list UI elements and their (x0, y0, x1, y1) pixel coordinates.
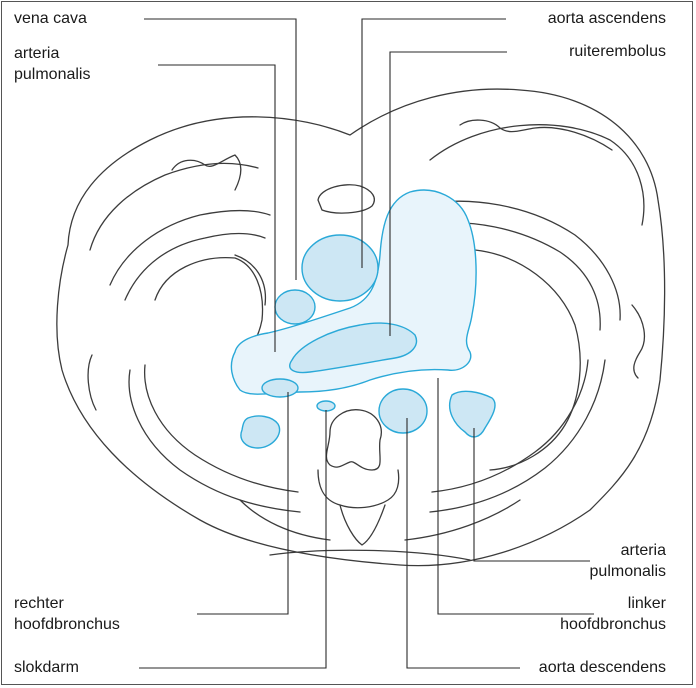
label-arteria-pulmonalis-lower: arteria pulmonalis (590, 540, 666, 582)
right-axilla-fold (632, 305, 644, 378)
back-muscle-left (240, 500, 330, 540)
rib-left-inner (125, 234, 265, 301)
label-linker-hoofdbronchus: linker hoofdbronchus (560, 593, 666, 635)
back-muscle-right (405, 500, 520, 540)
pulmonary-vessel-left-shape (241, 416, 280, 448)
leader-vena-cava (144, 19, 296, 280)
leader-slokdarm (139, 410, 326, 668)
pectoral-contour-left (172, 155, 241, 190)
right-lung-border (475, 250, 580, 470)
spinous-process (340, 505, 385, 545)
vertebral-arch (318, 470, 399, 508)
subcutaneous-line-left (90, 163, 258, 250)
vertebral-body (326, 410, 381, 470)
leader-arteria-pulmonalis-right (474, 428, 590, 561)
pulmonary-vessel-right-shape (450, 391, 495, 437)
rib-left-outer (110, 210, 270, 285)
label-aorta-descendens: aorta descendens (539, 657, 666, 678)
aorta-descendens-shape (379, 389, 427, 433)
vena-cava-shape (275, 290, 315, 324)
label-ruiterembolus: ruiterembolus (569, 41, 666, 62)
leader-aorta-descendens (407, 418, 520, 668)
label-aorta-ascendens: aorta ascendens (548, 8, 666, 29)
oesophagus-shape (317, 401, 335, 411)
scapula-left (235, 255, 265, 305)
right-bronchus-shape (262, 379, 298, 397)
label-slokdarm: slokdarm (14, 657, 79, 678)
leader-arteria-pulmonalis-left (158, 65, 275, 352)
left-arm-fold (88, 355, 96, 410)
aorta-ascendens-shape (302, 235, 378, 301)
back-contour (270, 550, 470, 560)
label-vena-cava: vena cava (14, 8, 87, 29)
sternum (318, 185, 374, 213)
label-arteria-pulmonalis-upper: arteria pulmonalis (14, 43, 90, 85)
label-rechter-hoofdbronchus: rechter hoofdbronchus (14, 593, 120, 635)
